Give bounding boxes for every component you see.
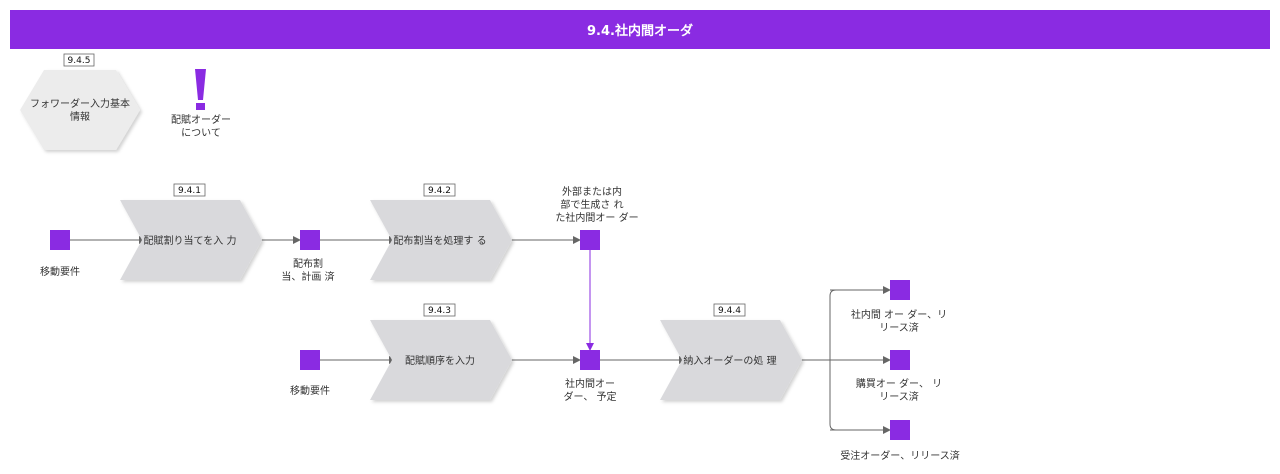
- event-label-line3: た社内間オー ダー: [555, 211, 638, 224]
- exclamation-icon: [195, 69, 206, 110]
- event-label: 受注オーダー、リリース済: [840, 449, 959, 462]
- event-intercompany-scheduled[interactable]: 社内間オー ダー、 予定: [563, 350, 617, 403]
- event-label-line1: 社内間オー: [565, 377, 615, 390]
- reference-hexagon[interactable]: 9.4.5 フォワーダー入力基本 情報: [20, 53, 140, 150]
- process-shape: [370, 200, 512, 280]
- badge-label: 9.4.2: [428, 186, 451, 196]
- event-intercompany-released[interactable]: 社内間 オー ダー、リ リース済: [851, 280, 947, 334]
- process-9-4-2[interactable]: 9.4.2 配布割当を処理す る: [370, 183, 512, 280]
- event-label-line2: リース済: [879, 321, 919, 334]
- event-square: [580, 230, 600, 250]
- process-label: 納入オーダーの処 理: [683, 354, 776, 367]
- event-square: [50, 230, 70, 250]
- event-square: [890, 420, 910, 440]
- hexagon-label-line1: フォワーダー入力基本: [30, 97, 130, 110]
- badge-label: 9.4.1: [178, 186, 201, 196]
- event-purchase-released[interactable]: 購買オー ダー、 リ リース済: [856, 350, 942, 403]
- badge-label: 9.4.4: [718, 306, 741, 316]
- badge-label: 9.4.5: [68, 56, 91, 66]
- badge: [423, 183, 456, 197]
- event-label: 移動要件: [40, 265, 80, 278]
- note[interactable]: 配賦オーダー について: [171, 69, 231, 139]
- event-label-line1: 社内間 オー ダー、リ: [851, 308, 947, 321]
- note-label-line2: について: [181, 127, 221, 139]
- event-sales-released[interactable]: 受注オーダー、リリース済: [840, 420, 960, 462]
- process-shape: [660, 320, 802, 400]
- event-label-line2: リース済: [879, 390, 919, 403]
- event-allocation-planned[interactable]: 配布割 当、計画 済: [281, 230, 335, 283]
- badge-label: 9.4.3: [428, 306, 451, 316]
- process-9-4-1[interactable]: 9.4.1 配賦割り当てを入 力: [120, 183, 262, 280]
- badge: [713, 303, 746, 317]
- process-label: 配賦割り当てを入 力: [144, 234, 237, 247]
- event-square: [890, 350, 910, 370]
- event-square: [300, 350, 320, 370]
- event-intercompany-generated[interactable]: 外部または内 部で生成さ れ た社内間オー ダー: [555, 185, 639, 250]
- event-moving-requirement-2[interactable]: 移動要件: [290, 350, 330, 397]
- process-label: 配布割当を処理す る: [393, 234, 486, 247]
- connectors: [70, 236, 891, 434]
- event-label-line2: 部で生成さ れ: [560, 198, 623, 211]
- process-9-4-4[interactable]: 9.4.4 納入オーダーの処 理: [660, 303, 802, 400]
- process-label: 配賦順序を入力: [405, 354, 475, 367]
- event-label-line1: 配布割: [293, 257, 323, 270]
- event-square: [580, 350, 600, 370]
- event-square: [890, 280, 910, 300]
- event-label: 移動要件: [290, 384, 330, 397]
- process-9-4-3[interactable]: 9.4.3 配賦順序を入力: [370, 303, 512, 400]
- event-label-line1: 購買オー ダー、 リ: [856, 377, 942, 390]
- badge: [63, 53, 95, 67]
- page-title: 9.4.社内間オーダ: [10, 10, 1270, 49]
- event-label-line2: 当、計画 済: [281, 270, 334, 283]
- process-shape: [370, 320, 512, 400]
- event-label-line2: ダー、 予定: [563, 390, 616, 403]
- hexagon-shape: [20, 70, 140, 150]
- note-label-line1: 配賦オーダー: [171, 113, 231, 126]
- event-square: [300, 230, 320, 250]
- hexagon-label-line2: 情報: [70, 110, 90, 123]
- event-moving-requirement-1[interactable]: 移動要件: [40, 230, 80, 278]
- event-label-line1: 外部または内: [562, 185, 622, 198]
- badge: [423, 303, 456, 317]
- process-shape: [120, 200, 262, 280]
- badge: [173, 183, 206, 197]
